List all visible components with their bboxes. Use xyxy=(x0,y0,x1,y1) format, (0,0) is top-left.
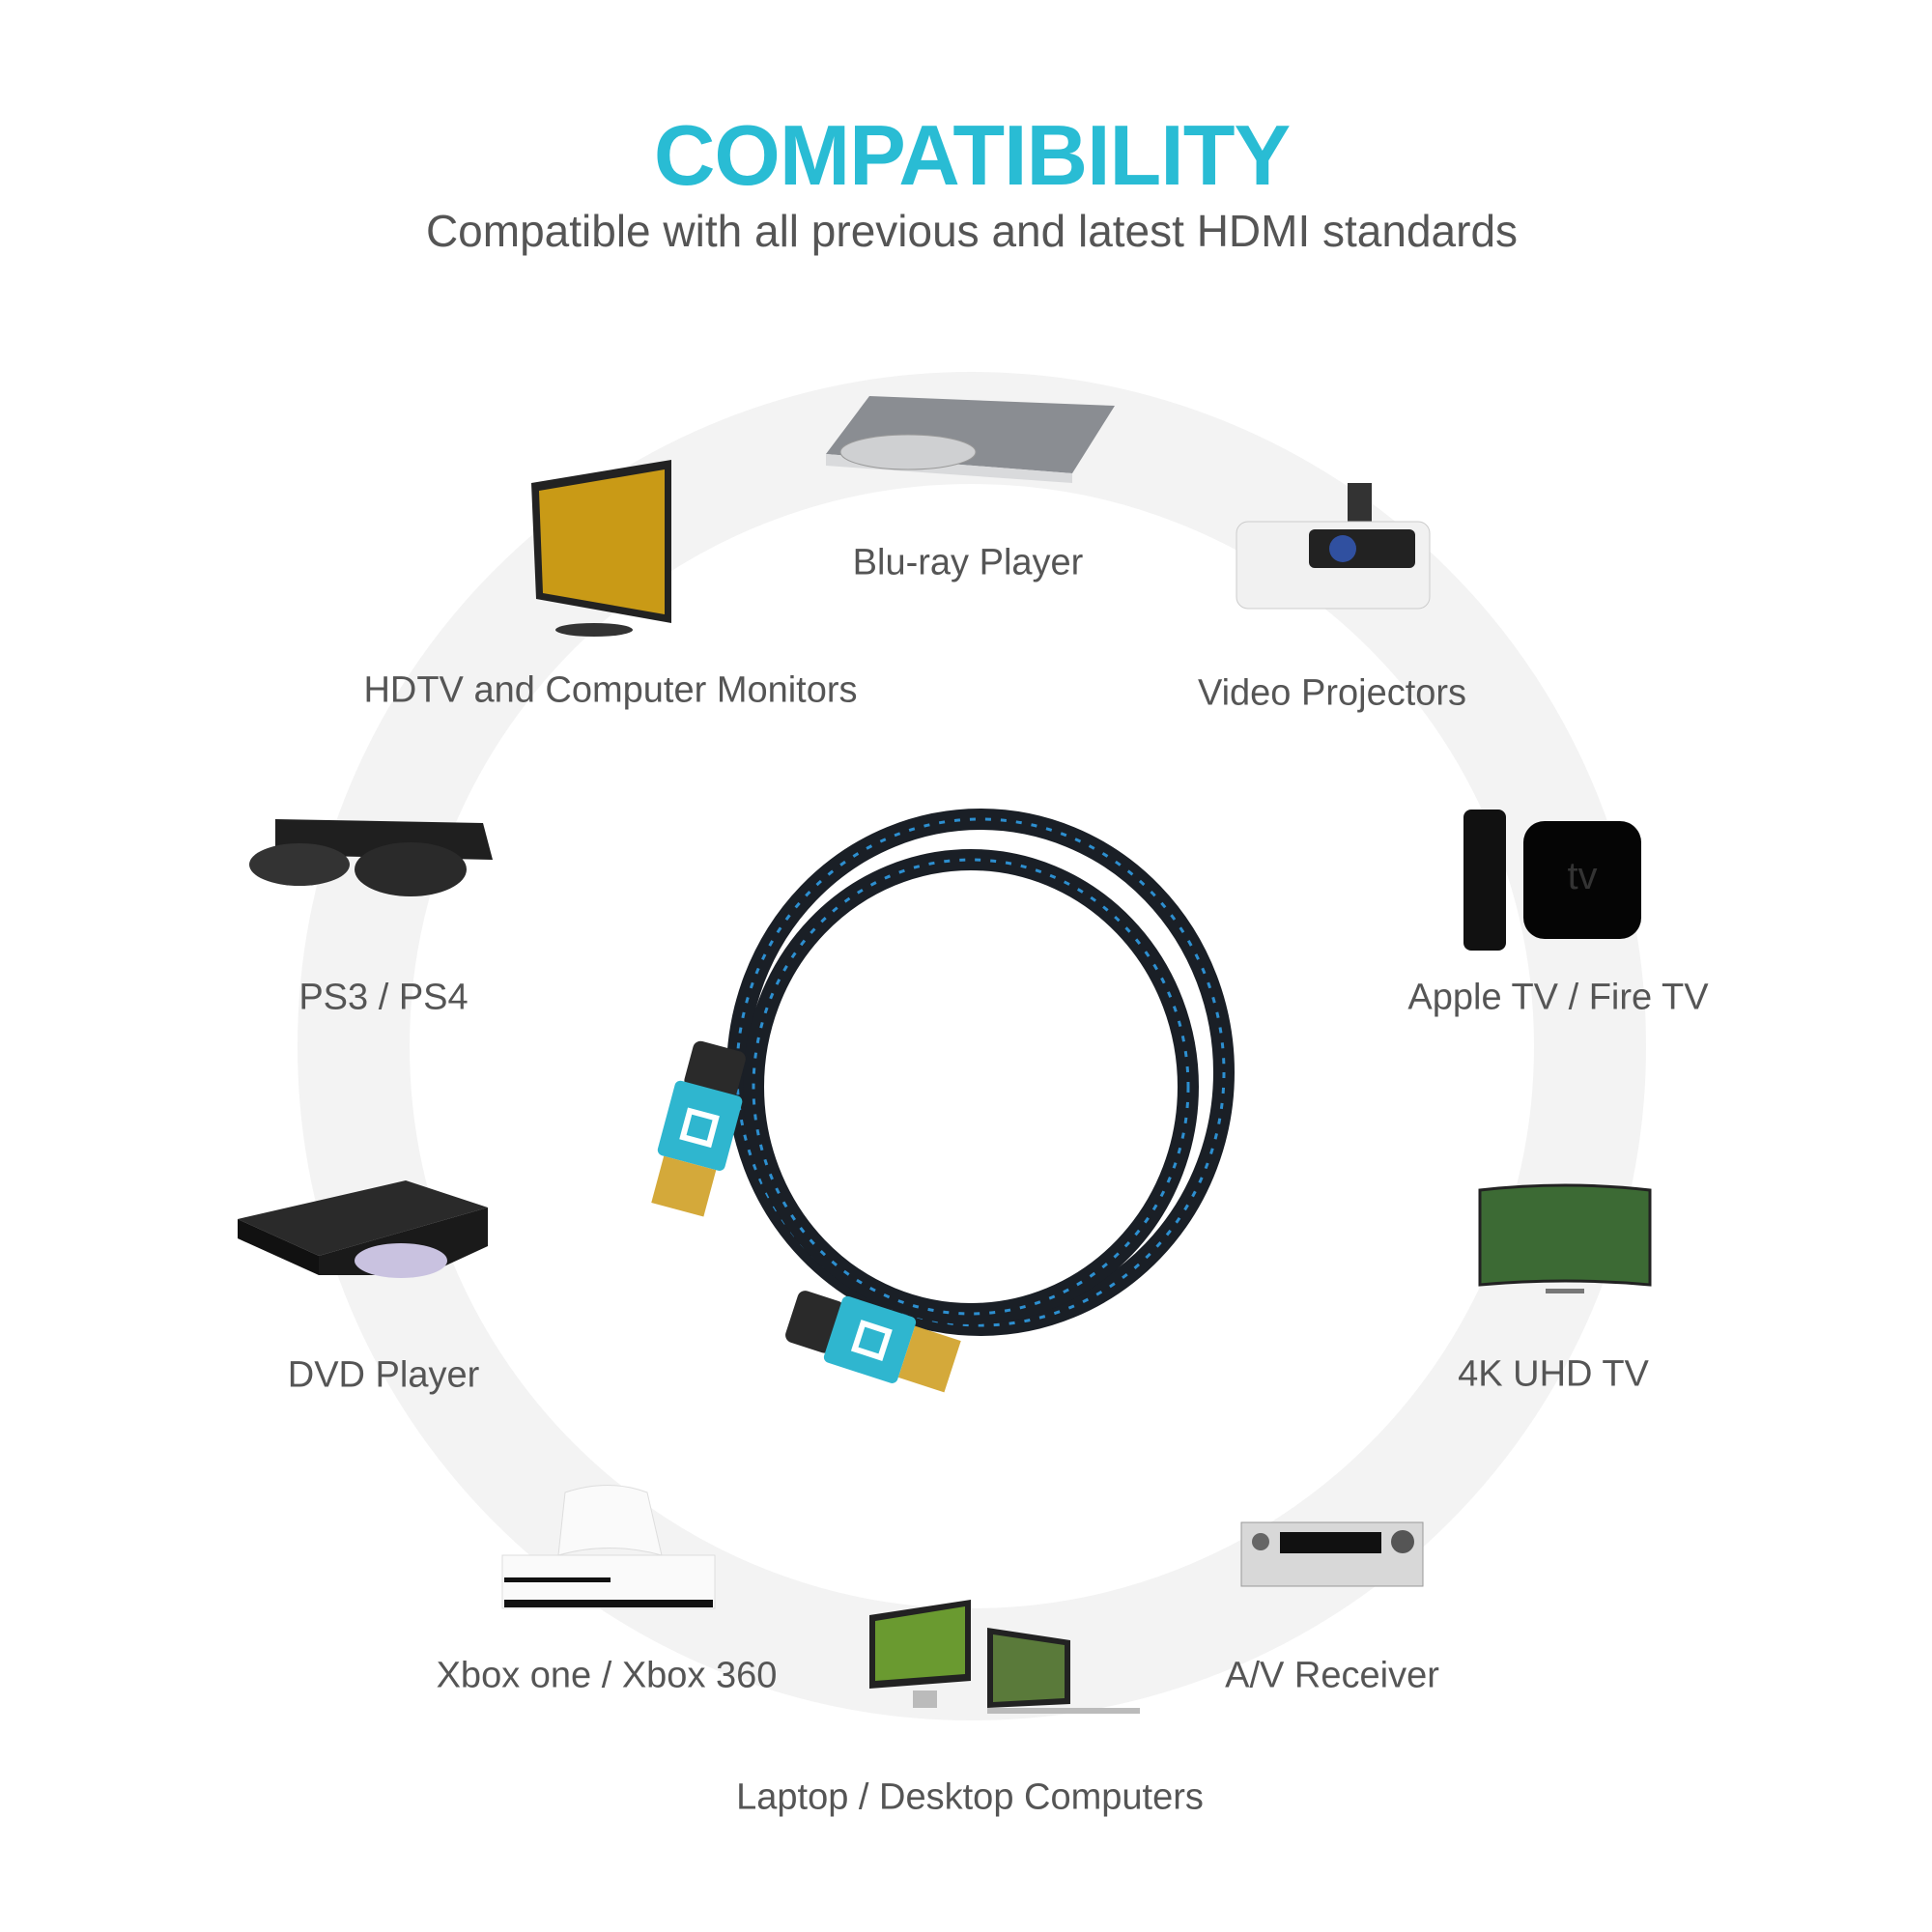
device-label: Apple TV / Fire TV xyxy=(1407,977,1709,1018)
device-label: PS3 / PS4 xyxy=(298,977,469,1018)
device-label: Blu-ray Player xyxy=(852,542,1084,583)
uhd-tv-icon xyxy=(1478,1183,1652,1293)
ring xyxy=(298,372,1646,1720)
dvd-player-icon xyxy=(238,1180,488,1278)
device-label: Video Projectors xyxy=(1197,672,1467,714)
playstation-icon xyxy=(249,819,493,896)
device-label: Laptop / Desktop Computers xyxy=(736,1776,1204,1818)
hdmi-connector-2 xyxy=(785,1291,961,1393)
apple-tv-logo-text: tv xyxy=(1567,855,1597,897)
monitor-icon xyxy=(531,460,671,637)
projector-icon xyxy=(1236,483,1431,610)
xbox-icon xyxy=(501,1485,716,1609)
device-label: A/V Receiver xyxy=(1225,1655,1439,1696)
device-label: Xbox one / Xbox 360 xyxy=(436,1655,778,1696)
hdmi-cable-icon xyxy=(651,809,1235,1393)
page-title: COMPATIBILITY xyxy=(653,107,1291,203)
hdmi-connector-1 xyxy=(651,1040,746,1217)
computers-icon xyxy=(869,1600,1140,1714)
device-label: DVD Player xyxy=(287,1354,480,1396)
device-label: HDTV and Computer Monitors xyxy=(363,669,858,711)
page-subtitle: Compatible with all previous and latest … xyxy=(425,206,1519,256)
bluray-player-icon xyxy=(826,396,1115,483)
av-receiver-icon xyxy=(1240,1521,1424,1587)
apple-tv-icon: tv xyxy=(1463,810,1641,951)
device-label: 4K UHD TV xyxy=(1458,1353,1649,1395)
